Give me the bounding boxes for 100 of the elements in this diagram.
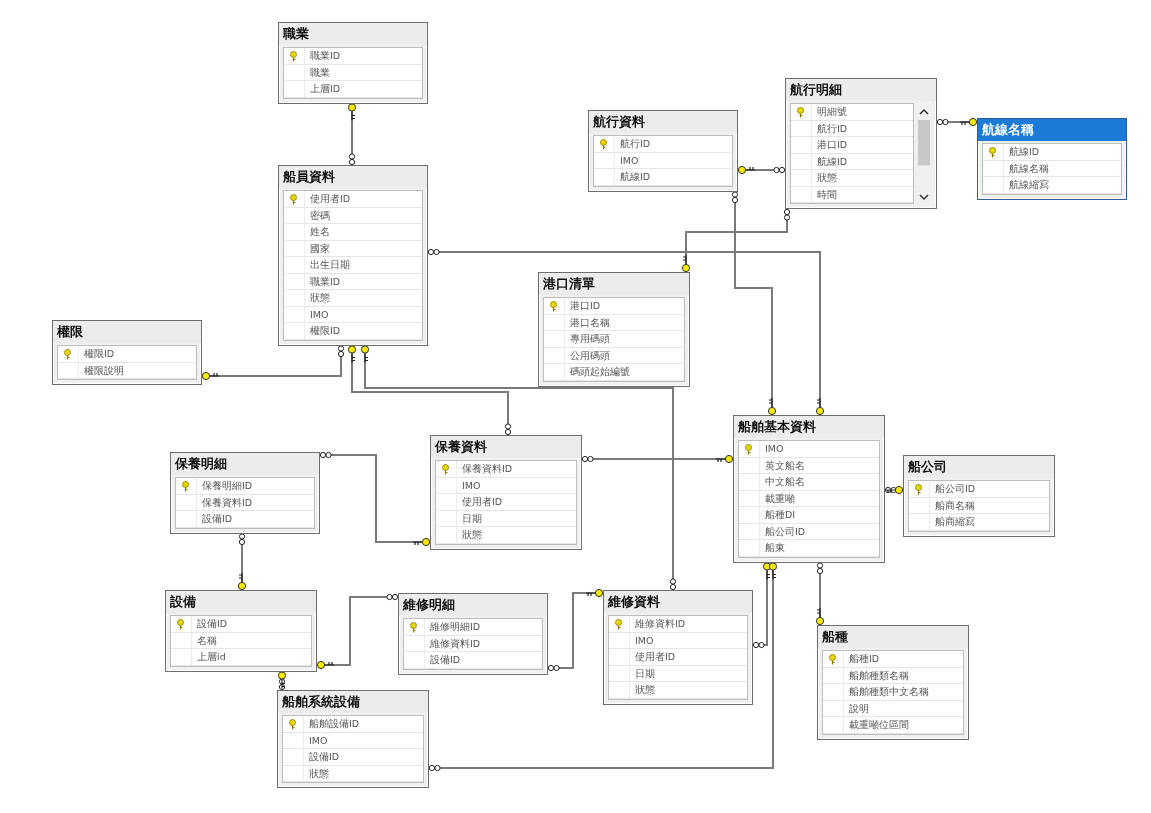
field-name: 權限ID [310,324,341,338]
relationship-line [319,451,431,547]
field-name: 日期 [462,511,482,526]
field-name: 保養資料ID [202,495,253,510]
table-box [278,22,428,104]
field-name: IMO [620,153,639,168]
field-name: 國家 [310,241,330,256]
field-name: 航線ID [1009,145,1040,159]
field-name: 航線縮寫 [1009,178,1049,192]
field-name: 船商縮寫 [935,515,975,529]
table-box [977,118,1127,200]
relationship-line [884,485,904,495]
table-box [398,593,548,675]
field-name: 維修明細ID [430,620,481,634]
field-name: 姓名 [310,225,330,239]
table-title: 權限 [53,321,201,343]
field-name: IMO [309,733,328,748]
field-name: 使用者ID [635,650,676,664]
field-name: IMO [765,442,784,456]
table-title: 維修資料 [604,591,752,613]
relationship-line [681,208,791,273]
field-name: 時間 [817,187,837,202]
field-name: 密碼 [310,208,330,223]
field-name: 船種ID [849,652,880,666]
table-box [785,78,937,209]
table-title: 航線名稱 [978,119,1126,141]
field-name: 職業ID [310,274,341,289]
field-name: 明細號 [817,105,847,119]
field-name: 職業ID [310,49,341,63]
table-box [170,452,320,534]
relationship-line [737,165,786,175]
field-name: 使用者ID [462,495,503,509]
field-name: 上層id [197,650,226,664]
relationship-line [731,190,777,416]
field-name: 船舶設備ID [309,717,360,731]
table-box [733,415,885,563]
field-name: 航行ID [817,121,848,136]
table-box [277,690,429,788]
field-name: 港口名稱 [570,315,610,330]
field-name: 使用者ID [310,192,351,206]
table-title: 設備 [166,591,316,613]
field-name: 維修資料ID [430,636,481,651]
field-name: 航線名稱 [1009,161,1049,176]
field-name: IMO [462,478,481,493]
field-name: 船舶種類中文名稱 [849,685,929,699]
relationship-line [316,593,399,670]
field-name: 載重噸位區間 [849,718,909,732]
field-name: 港口ID [570,299,601,313]
field-name: 專用碼頭 [570,332,610,346]
field-name: 設備ID [197,617,228,631]
field-name: 英文船名 [765,458,805,473]
table-box [52,320,202,385]
table-title: 船公司 [904,456,1054,478]
field-name: 出生日期 [310,258,350,272]
relationship-line [581,454,734,464]
table-title: 船舶基本資料 [734,416,884,438]
field-name: 日期 [635,666,655,681]
table-title: 航行資料 [589,111,737,133]
table-title: 船種 [818,626,968,648]
field-name: 狀態 [309,766,329,781]
relationship-line [936,117,978,127]
relationship-line [237,532,247,591]
relationship-line [277,670,287,691]
field-name: 狀態 [310,291,330,305]
field-name: 狀態 [462,528,482,542]
field-name: 權限ID [84,347,115,361]
table-title: 維修明細 [399,594,547,616]
field-name: 名稱 [197,633,217,648]
field-name: 保養資料ID [462,462,513,476]
table-box [903,455,1055,537]
table-box [603,590,753,705]
field-name: 職業 [310,65,330,80]
table-title: 航行明細 [786,79,936,101]
field-name: 航線ID [817,154,848,169]
table-title: 船員資料 [279,166,427,188]
relationship-line [360,344,677,591]
field-name: 船公司ID [765,524,806,539]
field-name: 船東 [765,541,785,555]
relationship-line [201,344,345,381]
field-name: 碼頭起始編號 [570,365,630,379]
table-title: 職業 [279,23,427,45]
field-name: 維修資料ID [635,617,686,631]
field-name: 設備ID [430,653,461,667]
field-name: 中文船名 [765,475,805,489]
table-title: 保養明細 [171,453,319,475]
field-name: 航線ID [620,170,651,184]
field-name: 港口ID [817,138,848,152]
field-name: 航行ID [620,137,651,151]
table-box [817,625,969,740]
field-name: 船舶種類名稱 [849,668,909,683]
relationship-line [815,561,825,626]
field-name: 公用碼頭 [570,348,610,363]
relationship-line [752,561,772,649]
field-name: 船公司ID [935,482,976,496]
field-name: 狀態 [635,683,655,697]
table-box [430,435,582,550]
relationship-line [428,561,778,772]
field-name: 船商名稱 [935,498,975,513]
field-name: 設備ID [309,750,340,764]
field-name: 說明 [849,701,869,716]
